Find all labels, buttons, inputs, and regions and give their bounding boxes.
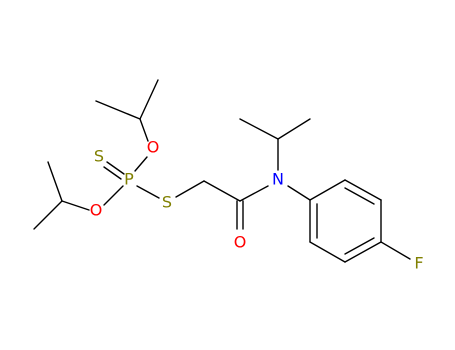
atom-o-carbonyl: O bbox=[234, 233, 247, 252]
bond-iprop1-ch3a bbox=[95, 100, 141, 120]
atom-f: F bbox=[414, 254, 423, 273]
bond-p-o-lower bbox=[103, 185, 124, 206]
ring-bond-2 bbox=[344, 179, 382, 201]
bond-ring-f bbox=[380, 241, 411, 260]
bond-iprop1-o bbox=[139, 118, 149, 142]
bond-iprop3-ch3a bbox=[239, 118, 279, 140]
bond-p-s-double-b bbox=[103, 166, 122, 180]
bond-iprop3-ch3b bbox=[277, 118, 311, 140]
bond-p-o-upper bbox=[134, 156, 148, 172]
bond-ch2-carbonyl bbox=[203, 180, 241, 202]
bond-p-s-single bbox=[136, 185, 160, 199]
atom-s-thiono: S bbox=[94, 147, 104, 166]
bond-p-s-double-a bbox=[106, 161, 125, 175]
atom-o-upper: O bbox=[147, 138, 160, 157]
bond-n-aryl bbox=[287, 185, 311, 201]
ring-bond-4 bbox=[344, 241, 382, 263]
atom-p: P bbox=[124, 170, 134, 189]
atom-o-lower: O bbox=[90, 201, 103, 220]
bond-iprop2-ch3a bbox=[47, 161, 63, 202]
bond-iprop2-o bbox=[61, 200, 90, 211]
bond-carbonyl-n bbox=[239, 185, 269, 202]
bond-iprop1-ch3b bbox=[139, 79, 159, 120]
ring-double-2 bbox=[344, 237, 375, 255]
bond-iprop2-ch3b bbox=[33, 200, 63, 230]
ring-bond-1 bbox=[309, 179, 346, 201]
ring-bond-5 bbox=[309, 241, 346, 263]
atom-s-thio: S bbox=[162, 193, 172, 212]
ring-double-1 bbox=[344, 187, 375, 205]
atom-n: N bbox=[272, 170, 284, 189]
bond-s-ch2 bbox=[175, 180, 205, 198]
